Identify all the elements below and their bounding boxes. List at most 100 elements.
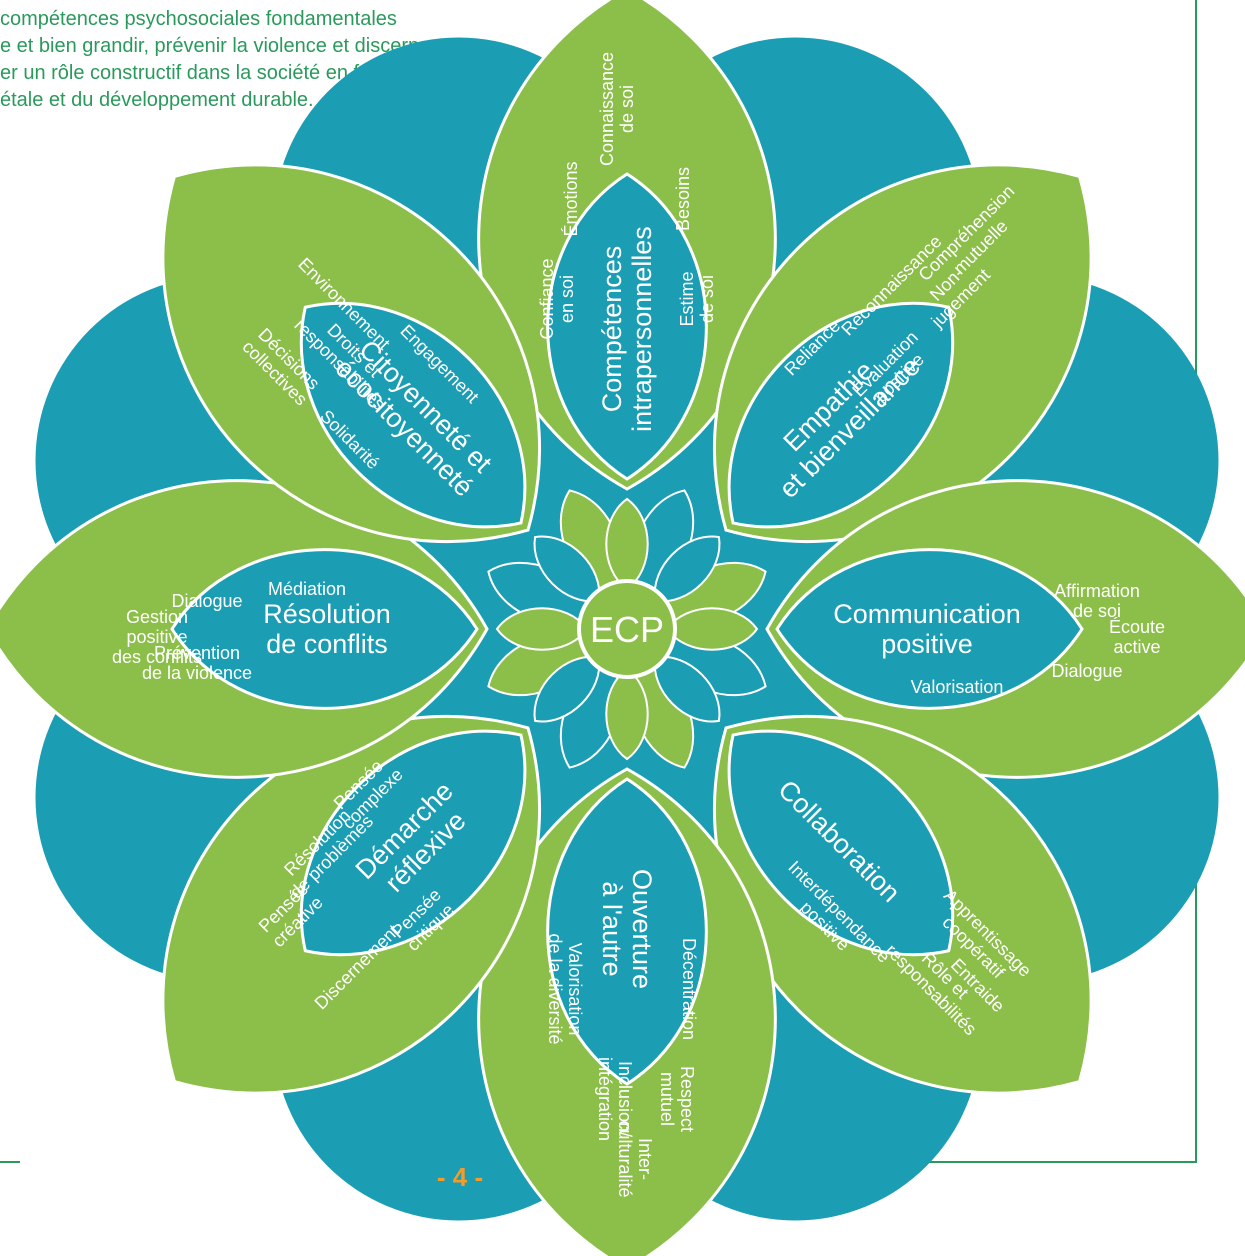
central-leaf (533, 535, 601, 603)
skill-label-line: intégration (595, 1057, 615, 1141)
intro-line: étale et du développement durable. (0, 89, 314, 111)
skill-label: Émotions (561, 161, 581, 236)
skill-label: Dialogue (171, 591, 242, 611)
central-leaf (605, 497, 649, 591)
intro-line: e et bien grandir, prévenir la violence … (0, 35, 437, 57)
central-leaf-shape (605, 497, 649, 591)
petal-title-line: Communication (833, 599, 1021, 629)
petal-4 (477, 767, 777, 1256)
central-leaf-shape (533, 535, 601, 603)
central-leaf (605, 667, 649, 761)
skill-label-line: Prévention (154, 643, 240, 663)
skill-label-line: culturalité (615, 1120, 635, 1197)
petal-inner (727, 729, 955, 957)
skill-label-line: des conflits (112, 647, 202, 667)
central-leaf-shape (665, 607, 759, 651)
skill-label-line: Confiance (537, 258, 557, 339)
skill-label: Dialogue (1051, 661, 1122, 681)
skill-label-line: Décentration (679, 938, 699, 1040)
petal-3 (713, 715, 1093, 1095)
skill-label-line: Inter- (635, 1138, 655, 1180)
skill-label-line: Estime (677, 271, 697, 326)
skill-label-line: Émotions (561, 161, 581, 236)
petal-title-line: de conflits (266, 629, 388, 659)
central-leaf (533, 655, 601, 723)
skill-label-line: de soi (617, 85, 637, 133)
petal-inner (546, 777, 708, 1086)
petal-5 (161, 715, 541, 1095)
skill-label-line: de la diversité (545, 933, 565, 1044)
skill-label-line: en soi (557, 275, 577, 323)
petal-inner (727, 301, 955, 529)
skill-label-line: Respect (677, 1066, 697, 1132)
petal-title-line: positive (881, 629, 973, 659)
intro-line: er un rôle constructif dans la société e… (0, 62, 410, 84)
skill-label-line: Médiation (268, 579, 346, 599)
skill-label-line: de soi (697, 275, 717, 323)
petal-title-line: Compétences (597, 246, 627, 413)
intro-line: compétences psychosociales fondamentales (0, 8, 397, 30)
center-circle (577, 579, 677, 679)
skill-label-line: Gestion (126, 607, 188, 627)
skill-label-line: positive (126, 627, 187, 647)
central-leaves (487, 489, 767, 769)
petal-inner (775, 548, 1084, 710)
central-leaf (495, 607, 589, 651)
page-number: - 4 - (436, 1162, 484, 1192)
central-leaf-shape (653, 655, 721, 723)
central-leaf-shape (653, 535, 721, 603)
petal-inner (170, 548, 479, 710)
central-leaf-shape (605, 667, 649, 761)
petal-title-line: à l'autre (597, 881, 627, 976)
skill-label: Inter-culturalité (615, 1120, 655, 1197)
central-leaf (653, 655, 721, 723)
petal-0 (477, 0, 777, 491)
skill-label-line: de la violence (142, 663, 252, 683)
skill-label-line: Connaissance (597, 52, 617, 166)
skill-label: Inclusion/intégration (595, 1057, 635, 1141)
skill-label-line: Écoute (1109, 617, 1165, 637)
intro-text: compétences psychosociales fondamentales… (0, 6, 600, 114)
skill-label: Besoins (673, 167, 693, 231)
skill-label-line: Dialogue (1051, 661, 1122, 681)
petal-inner (299, 729, 527, 957)
central-leaf (665, 607, 759, 651)
skill-label: Médiation (268, 579, 346, 599)
skill-label: Valorisation (911, 677, 1004, 697)
central-leaf (653, 535, 721, 603)
central-leaf-shape (495, 607, 589, 651)
petal-title-line: Résolution (263, 599, 391, 629)
petal-title-line: intrapersonnelles (627, 226, 657, 432)
petal-inner (546, 172, 708, 481)
petal-1 (713, 163, 1093, 543)
petal-7 (161, 163, 541, 543)
center-label: ECP (590, 609, 664, 650)
central-leaf-shape (533, 655, 601, 723)
skill-label-line: de soi (1073, 601, 1121, 621)
skill-label: Décentration (679, 938, 699, 1040)
skill-label-line: Valorisation (911, 677, 1004, 697)
skill-label-line: mutuel (657, 1072, 677, 1126)
skill-label-line: Besoins (673, 167, 693, 231)
petal-6 (0, 479, 489, 779)
skill-label-line: Affirmation (1054, 581, 1140, 601)
skill-label-line: Dialogue (171, 591, 242, 611)
petal-title-line: Ouverture (627, 869, 657, 989)
skill-label-line: Inclusion/ (615, 1061, 635, 1137)
petal-inner (299, 301, 527, 529)
skill-label-line: active (1113, 637, 1160, 657)
